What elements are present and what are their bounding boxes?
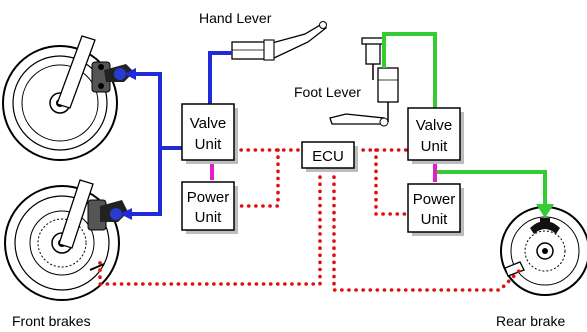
svg-text:Power: Power — [187, 189, 230, 206]
foot-lever-icon — [329, 37, 399, 127]
electrical-signal-lines — [98, 148, 522, 292]
foot-lever-label: Foot Lever — [294, 84, 361, 100]
svg-text:Unit: Unit — [421, 138, 449, 155]
svg-text:Unit: Unit — [421, 211, 449, 228]
front-lower-wheel — [4, 179, 128, 301]
svg-text:ECU: ECU — [312, 148, 344, 165]
rear-wheel — [500, 206, 587, 296]
svg-text:Unit: Unit — [195, 136, 223, 153]
rear-brakes-caption: Rear brake — [496, 313, 565, 329]
rear-power-unit: Power Unit — [407, 183, 464, 236]
front-upper-wheel — [2, 35, 134, 161]
rear-hydraulic-line — [382, 32, 437, 108]
svg-text:Valve: Valve — [416, 117, 452, 134]
svg-text:Power: Power — [413, 191, 456, 208]
hand-lever-hose — [208, 51, 232, 108]
front-brakes-caption: Front brakes — [12, 313, 91, 329]
svg-text:Unit: Unit — [195, 209, 223, 226]
hand-lever-icon — [231, 21, 327, 61]
hand-lever-label: Hand Lever — [199, 10, 272, 26]
ecu-box: ECU — [301, 141, 358, 172]
svg-text:Valve: Valve — [190, 115, 226, 132]
front-hydraulic-line — [134, 72, 190, 150]
front-power-unit: Power Unit — [181, 181, 238, 234]
rear-valve-unit: Valve Unit — [407, 107, 464, 164]
front-valve-unit: Valve Unit — [181, 103, 238, 164]
